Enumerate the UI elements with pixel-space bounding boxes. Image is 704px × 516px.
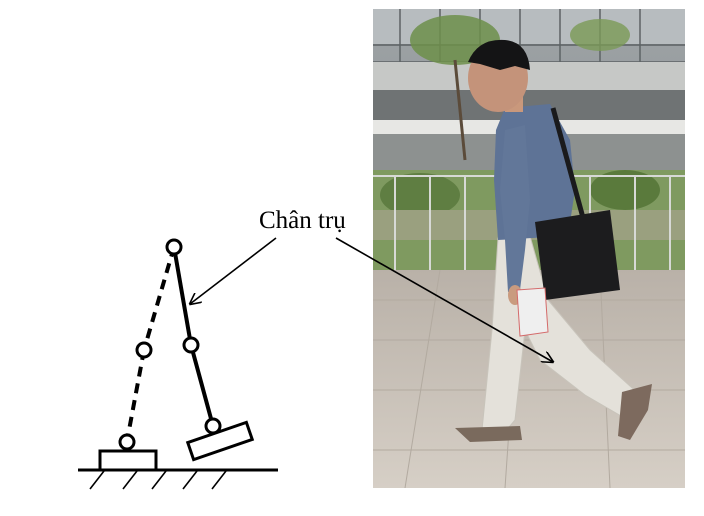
stance-ankle-joint xyxy=(204,417,222,435)
swing-knee-joint xyxy=(135,341,153,359)
swing-foot xyxy=(98,449,158,472)
arrow-to-diagram xyxy=(190,237,277,304)
stick-leg-diagram xyxy=(78,238,278,490)
swing-ankle-joint xyxy=(118,433,136,451)
stance-leg-thigh xyxy=(172,246,193,346)
hip-joint xyxy=(165,238,183,256)
swing-leg-shank xyxy=(125,349,146,442)
swing-leg-thigh xyxy=(142,246,176,351)
ground-hatching xyxy=(89,470,227,490)
stance-knee-joint xyxy=(182,336,200,354)
arrow-to-photo xyxy=(335,237,553,362)
stance-leg-shank xyxy=(189,344,215,427)
walking-man-photo xyxy=(373,9,685,488)
annotation-label: Chân trụ xyxy=(259,207,346,234)
